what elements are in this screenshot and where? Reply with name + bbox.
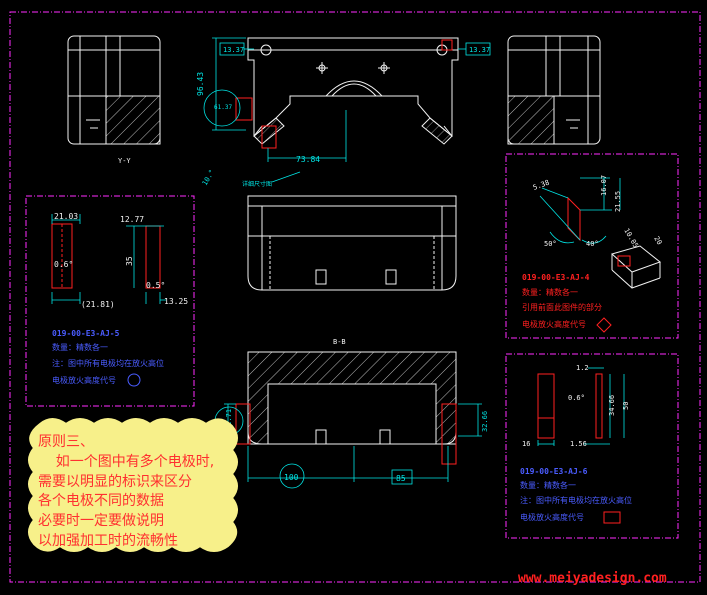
detail-box-left (25, 195, 195, 407)
note-line-2: 如一个图中有多个电极时, (38, 453, 214, 470)
dim-100: 100 (284, 473, 299, 482)
section-label-yy: Y-Y (118, 157, 131, 165)
info-left-line1: 019-00-E3-AJ-5 (52, 329, 120, 338)
note-line-5: 必要时一定要做说明 (38, 513, 164, 529)
watermark: www.meiyadesign.com (518, 571, 667, 586)
dim-1-2: 1.2 (576, 364, 589, 372)
label-detail-view: 详细尺寸图 (242, 180, 272, 188)
dim-1-56: 1.56 (570, 440, 587, 448)
electrode-marker-c (441, 39, 453, 51)
dim-85: 85 (396, 474, 406, 483)
dim-10-deg: 10.° (201, 168, 216, 187)
dim-34-66: 34.66 (608, 395, 616, 416)
note-line-6: 以加强加工时的流畅性 (38, 533, 178, 549)
dim-10-05: 10.05 (622, 227, 639, 249)
note-line-4: 各个电极不同的数据 (38, 493, 164, 509)
middle-front-view (247, 195, 457, 291)
info-rb-line3: 注：图中所有电极均在放火高位 (520, 495, 632, 505)
dim-21-55: 21.55 (614, 191, 622, 212)
electrode-marker-a (235, 97, 253, 121)
electrode-e5-b (145, 225, 161, 289)
dim-0-6-right: 0.6° (568, 394, 585, 402)
electrode-e6-b (595, 373, 603, 439)
section-label-bb: B-B (333, 338, 346, 346)
height-symbol-circle (127, 373, 141, 387)
dim-16: 16 (522, 440, 530, 448)
right-side-view (507, 35, 601, 145)
height-symbol-diamond (596, 317, 612, 333)
info-rt-line4: 电极放火高度代号 (522, 319, 586, 329)
electrode-bb-left (235, 403, 251, 445)
left-side-view (67, 35, 161, 145)
dim-21-03: 21.03 (54, 212, 78, 221)
top-front-view (247, 37, 459, 138)
electrode-bb-right (441, 403, 457, 465)
dim-16-07: 16.07 (600, 175, 608, 196)
dim-13-37-left: 13.37 (223, 46, 244, 54)
dim-35: 35 (125, 256, 134, 266)
detail-right-bottom-dimensions (537, 367, 625, 446)
info-left-line4: 电极放火高度代号 (52, 375, 116, 385)
info-left-line3: 注：图中所有电极均在放火高位 (52, 358, 164, 368)
electrode-marker-b (261, 125, 277, 149)
outer-frame (9, 11, 701, 583)
height-symbol-square (603, 511, 621, 524)
note-cloud (28, 418, 238, 552)
detail-box-right-top (505, 153, 679, 339)
section-bb-dimensions (214, 403, 482, 489)
detail-box-right-bottom (505, 353, 679, 539)
dim-40-deg: 40° (586, 240, 599, 248)
dim-73-84: 73.84 (296, 155, 320, 164)
info-rt-line2: 数量：精数各一 (522, 287, 578, 297)
info-rb-line2: 数量：精数各一 (520, 480, 576, 490)
info-left-line2: 数量：精数各一 (52, 342, 108, 352)
dim-0-6-left: 0.6° (54, 260, 73, 269)
info-rb-line1: 019-00-E3-AJ-6 (520, 467, 588, 476)
dim-96-43: 96.43 (196, 72, 205, 96)
dim-32-66: 32.66 (481, 411, 489, 432)
dim-21-81: (21.81) (81, 300, 115, 309)
electrode-e4-iso (610, 245, 662, 289)
top-view-dimensions (203, 37, 491, 162)
dim-50-right: 50 (622, 402, 630, 410)
section-bb-view (247, 351, 457, 445)
info-rt-line1: 019-00-E3-AJ-4 (522, 273, 590, 282)
dim-61-37: 61.37 (214, 104, 232, 111)
dim-50-deg: 50° (544, 240, 557, 248)
info-rt-line3: 引用前面此图件的部分 (522, 302, 602, 312)
detail-left-dimensions (51, 214, 166, 304)
electrode-e6-a (537, 373, 555, 439)
note-line-3: 需要以明显的标识来区分 (38, 474, 192, 490)
dim-12-77: 12.77 (120, 215, 144, 224)
hatched-corner-right (421, 117, 453, 145)
detail-right-top-dimensions (539, 177, 621, 244)
leader-line-detail (271, 171, 301, 183)
note-line-1: 原则三、 (38, 434, 94, 450)
dim-0-5: 0.5° (146, 281, 165, 290)
info-rb-line4: 电极放火高度代号 (520, 512, 584, 522)
dim-13-37-right: 13.37 (469, 46, 490, 54)
dim-42-71: 42.71 (225, 409, 233, 430)
dim-20: 20 (652, 235, 663, 246)
dim-13-25: 13.25 (164, 297, 188, 306)
